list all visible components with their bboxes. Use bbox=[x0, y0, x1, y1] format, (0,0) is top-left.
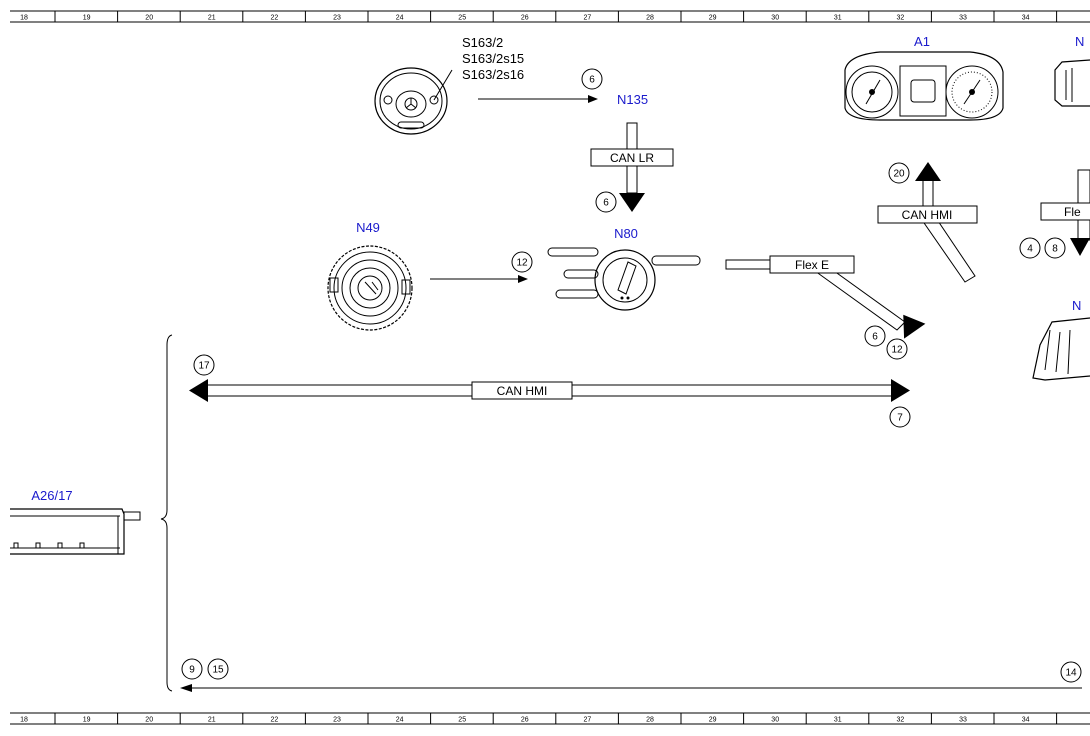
ruler-column-label: 22 bbox=[271, 717, 279, 724]
ref-circle-12-flex bbox=[886, 338, 908, 360]
ruler-column-label: 31 bbox=[834, 717, 842, 724]
ref-12-flex: 12 bbox=[891, 345, 903, 356]
can-hmi-upper-bus: CAN HMI bbox=[877, 162, 978, 283]
steering-angle-sensor-icon bbox=[327, 245, 413, 331]
ruler-column-label: 33 bbox=[959, 15, 967, 22]
ref-circle-14 bbox=[1060, 661, 1082, 683]
ruler-column-label: 29 bbox=[709, 15, 717, 22]
can-lr-bus: CAN LR bbox=[590, 122, 674, 212]
ruler-column-label: 22 bbox=[271, 15, 279, 22]
flex-partial-bus: Fle bbox=[1040, 169, 1090, 256]
ruler-column-label: 25 bbox=[458, 15, 466, 22]
ruler-column-label: 21 bbox=[208, 717, 216, 724]
right-top-component-icon bbox=[1054, 59, 1090, 107]
ref-12-n49: 12 bbox=[516, 258, 528, 269]
arrow-head-icon bbox=[518, 275, 528, 283]
ruler-column-label: 28 bbox=[646, 15, 654, 22]
ruler-column-label: 18 bbox=[20, 15, 28, 22]
right-top-partial-label: N bbox=[1075, 34, 1084, 49]
ruler-top: 18 19 20 21 22 23 24 25 26 27 28 29 30 31 32 33 34 bbox=[10, 10, 1090, 23]
ref-14: 14 bbox=[1065, 668, 1077, 679]
a26-17-label: A26/17 bbox=[31, 488, 72, 503]
ruler-column-label: 18 bbox=[20, 717, 28, 724]
can-hmi-upper-label: CAN HMI bbox=[902, 208, 953, 222]
ruler-column-label: 29 bbox=[709, 717, 717, 724]
instrument-cluster-icon bbox=[844, 51, 1004, 121]
steering-wheel-label-3: S163/2s16 bbox=[462, 67, 524, 82]
ruler-column-label: 31 bbox=[834, 15, 842, 22]
ruler-column-label: 26 bbox=[521, 717, 529, 724]
ref-6-flex: 6 bbox=[872, 332, 878, 343]
ruler-column-label: 30 bbox=[771, 717, 779, 724]
ref-circle-8 bbox=[1044, 237, 1066, 259]
ruler-column-label: 27 bbox=[584, 717, 592, 724]
ref-circle-4 bbox=[1019, 237, 1041, 259]
ref-8: 8 bbox=[1052, 244, 1058, 255]
ruler-column-label: 33 bbox=[959, 717, 967, 724]
n80-label: N80 bbox=[614, 226, 638, 241]
control-unit-a26-17-icon bbox=[10, 508, 141, 555]
ruler-column-label: 32 bbox=[897, 717, 905, 724]
steering-wheel-label-2: S163/2s15 bbox=[462, 51, 524, 66]
ref-circle-20 bbox=[888, 162, 910, 184]
ruler-column-label: 24 bbox=[396, 15, 404, 22]
ref-circle-17 bbox=[193, 354, 215, 376]
ruler-column-label: 34 bbox=[1022, 15, 1030, 22]
flex-e-label: Flex E bbox=[795, 258, 829, 272]
ruler-column-label: 30 bbox=[771, 15, 779, 22]
can-lr-label: CAN LR bbox=[610, 151, 654, 165]
ruler-column-label: 20 bbox=[145, 717, 153, 724]
ref-4: 4 bbox=[1027, 244, 1033, 255]
ruler-column-label: 28 bbox=[646, 717, 654, 724]
steering-wheel-icon bbox=[374, 67, 453, 135]
arrow-head-icon bbox=[588, 95, 598, 103]
steering-column-module-icon bbox=[547, 247, 701, 311]
can-hmi-main-label: CAN HMI bbox=[497, 384, 548, 398]
ref-7: 7 bbox=[897, 413, 903, 424]
ruler-column-label: 19 bbox=[83, 15, 91, 22]
ref-circle-6-mid bbox=[595, 191, 617, 213]
flex-e-bus: Flex E bbox=[725, 255, 926, 339]
ref-20: 20 bbox=[893, 169, 905, 180]
a1-label: A1 bbox=[914, 34, 930, 49]
ruler-column-label: 25 bbox=[458, 717, 466, 724]
ref-circle-15 bbox=[207, 658, 229, 680]
ruler-column-label: 21 bbox=[208, 15, 216, 22]
right-mid-component-icon bbox=[1032, 317, 1090, 381]
ruler-column-label: 26 bbox=[521, 15, 529, 22]
ref-15: 15 bbox=[212, 665, 224, 676]
ruler-column-label: 20 bbox=[145, 15, 153, 22]
ruler-column-label: 32 bbox=[897, 15, 905, 22]
steering-wheel-label-1: S163/2 bbox=[462, 35, 503, 50]
flex-partial-label: Fle bbox=[1064, 205, 1081, 219]
group-bracket bbox=[160, 334, 173, 692]
ref-6-mid: 6 bbox=[603, 198, 609, 209]
ref-circle-6-flex bbox=[864, 325, 886, 347]
ruler-column-label: 23 bbox=[333, 15, 341, 22]
ref-17: 17 bbox=[198, 361, 210, 372]
ruler-column-label: 34 bbox=[1022, 717, 1030, 724]
arrow-head-icon bbox=[180, 684, 192, 692]
ref-circle-7 bbox=[889, 406, 911, 428]
ref-9: 9 bbox=[189, 665, 195, 676]
ruler-column-label: 19 bbox=[83, 717, 91, 724]
ref-circle-12-n49 bbox=[511, 251, 533, 273]
right-mid-partial-label: N bbox=[1072, 298, 1081, 313]
ref-circle-9 bbox=[181, 658, 203, 680]
ref-circle-6-top bbox=[581, 68, 603, 90]
n49-label: N49 bbox=[356, 220, 380, 235]
can-hmi-main-bus: CAN HMI bbox=[189, 379, 910, 402]
n135-label: N135 bbox=[617, 92, 648, 107]
ruler-column-label: 24 bbox=[396, 717, 404, 724]
ruler-column-label: 23 bbox=[333, 717, 341, 724]
ruler-bottom: 18 19 20 21 22 23 24 25 26 27 28 29 30 31 32 33 34 bbox=[10, 712, 1090, 725]
ref-6-top: 6 bbox=[589, 75, 595, 86]
ruler-column-label: 27 bbox=[584, 15, 592, 22]
